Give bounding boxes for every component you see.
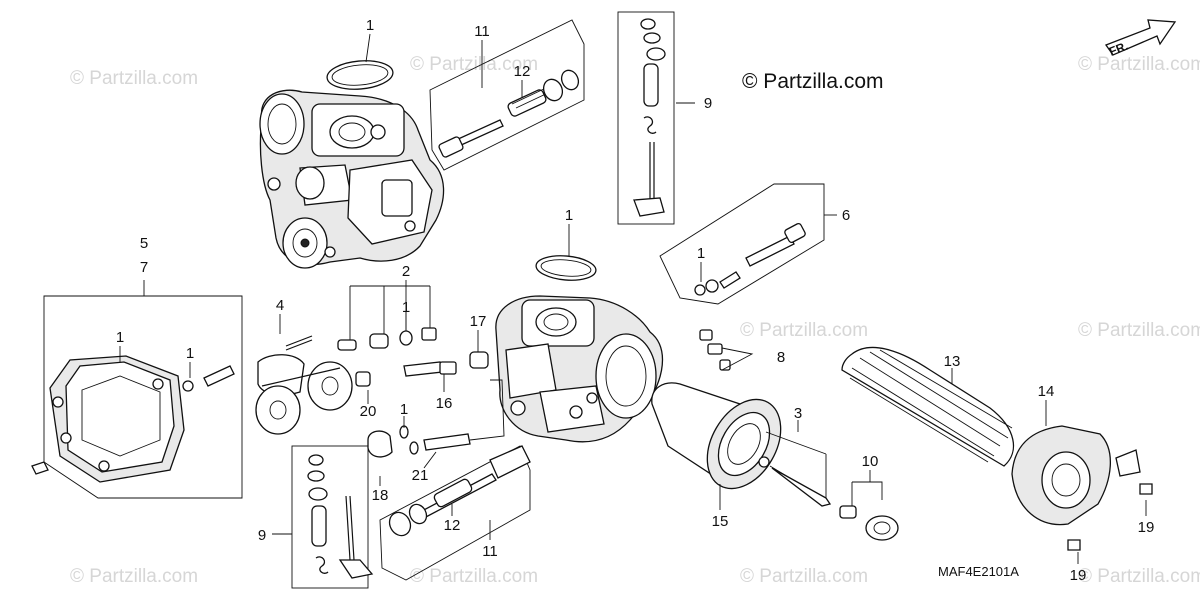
part-8-group (699, 329, 754, 371)
part-3-set (758, 431, 832, 507)
callout-11: 11 (474, 23, 490, 40)
callout-11: 11 (482, 543, 498, 560)
copyright-text: © Partzilla.com (742, 70, 884, 93)
callout-18: 18 (372, 487, 389, 504)
callout-6: 6 (842, 207, 850, 224)
jets-group (355, 351, 505, 458)
callout-1: 1 (400, 401, 408, 418)
callout-19: 19 (1138, 519, 1155, 536)
callout-labels: 1 11 12 9 1 6 1 5 7 1 1 4 2 1 17 8 13 14… (116, 17, 1155, 584)
upper-jet-needle-assembly (617, 11, 695, 225)
pilot-screw-set (659, 183, 825, 305)
watermark: © Partzilla.com (410, 566, 538, 587)
front-direction-arrow-icon: FR. (1104, 19, 1177, 59)
watermark: © Partzilla.com (1078, 320, 1200, 341)
watermark: © Partzilla.com (70, 68, 198, 89)
upper-needle-set (429, 19, 585, 171)
callout-12: 12 (514, 63, 531, 80)
callout-1: 1 (116, 329, 124, 346)
callout-1: 1 (186, 345, 194, 362)
front-arrow-label: FR. (1107, 39, 1130, 59)
watermark: © Partzilla.com (1078, 566, 1200, 587)
lower-jet-needle-assembly (272, 445, 374, 589)
callout-17: 17 (470, 313, 487, 330)
callout-1: 1 (366, 17, 374, 34)
watermark: © Partzilla.com (70, 566, 198, 587)
callout-9: 9 (704, 95, 712, 112)
callout-9: 9 (258, 527, 266, 544)
leader-lines (119, 33, 1147, 564)
watermark: © Partzilla.com (1078, 54, 1200, 75)
watermark: © Partzilla.com (740, 320, 868, 341)
callout-8: 8 (777, 349, 785, 366)
callout-15: 15 (712, 513, 729, 530)
upper-carburetor-body (259, 60, 445, 269)
callout-12: 12 (444, 517, 461, 534)
callout-1: 1 (697, 245, 705, 262)
callout-21: 21 (412, 467, 429, 484)
callout-13: 13 (944, 353, 961, 370)
callout-2: 2 (402, 263, 410, 280)
diagram-code: MAF4E2101A (938, 564, 1019, 579)
top-cover (1011, 425, 1112, 526)
callout-20: 20 (360, 403, 377, 420)
watermark: © Partzilla.com (410, 54, 538, 75)
part-10-set (839, 481, 899, 541)
part-2-set (337, 285, 437, 351)
callout-3: 3 (794, 405, 802, 422)
callout-19: 19 (1070, 567, 1087, 584)
callout-7: 7 (140, 259, 148, 276)
screws-19 (1067, 449, 1153, 551)
float-chamber-set (31, 295, 243, 499)
watermark: © Partzilla.com (740, 566, 868, 587)
vacuum-piston (651, 382, 782, 490)
lower-needle-set (379, 445, 531, 581)
lower-carburetor-body (495, 255, 664, 443)
watermark-layer: © Partzilla.com © Partzilla.com © Partzi… (70, 54, 1200, 587)
callout-14: 14 (1038, 383, 1055, 400)
callout-1: 1 (565, 207, 573, 224)
callout-10: 10 (862, 453, 879, 470)
callout-1: 1 (402, 299, 410, 316)
callout-4: 4 (276, 297, 284, 314)
float-assembly (255, 335, 353, 435)
callout-16: 16 (436, 395, 453, 412)
spring (841, 346, 1014, 467)
callout-5: 5 (140, 235, 148, 252)
